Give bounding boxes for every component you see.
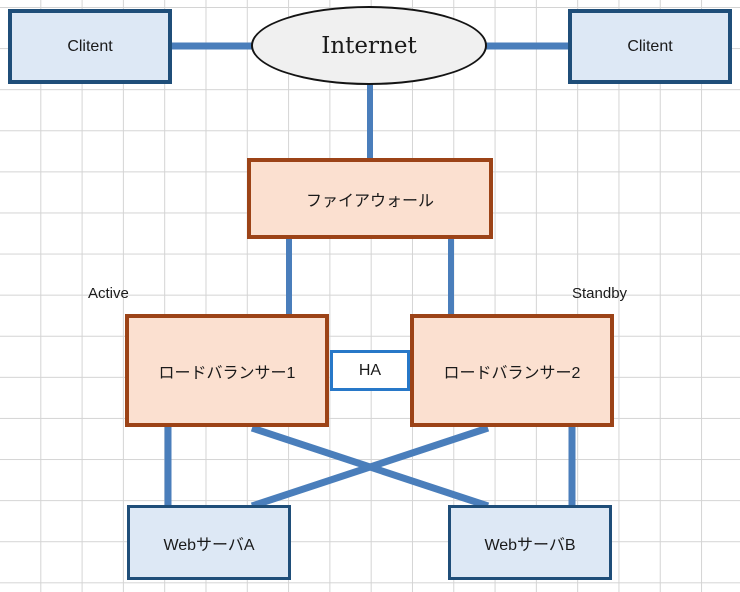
node-web-server-b[interactable]: WebサーバB bbox=[448, 505, 612, 580]
node-firewall-label: ファイアウォール bbox=[305, 192, 434, 210]
node-client-right[interactable]: Clitent bbox=[568, 9, 732, 84]
node-web-server-a-label: WebサーバA bbox=[163, 536, 255, 554]
node-load-balancer-2[interactable]: ロードバランサー2 bbox=[410, 314, 614, 427]
caption-active: Active bbox=[88, 285, 129, 302]
node-web-server-a[interactable]: WebサーバA bbox=[127, 505, 291, 580]
node-load-balancer-1-label: ロードバランサー1 bbox=[158, 364, 296, 382]
node-ha-link[interactable]: HA bbox=[330, 350, 410, 391]
link-lb2-web-a bbox=[250, 424, 490, 510]
node-firewall[interactable]: ファイアウォール bbox=[247, 158, 493, 239]
caption-standby: Standby bbox=[572, 285, 627, 302]
node-client-left[interactable]: Clitent bbox=[8, 9, 172, 84]
node-load-balancer-2-label: ロードバランサー2 bbox=[443, 364, 581, 382]
node-client-right-label: Clitent bbox=[627, 37, 673, 55]
node-web-server-b-label: WebサーバB bbox=[484, 536, 576, 554]
node-internet-label: Internet bbox=[321, 32, 417, 59]
node-internet[interactable]: Internet bbox=[251, 6, 487, 85]
node-client-left-label: Clitent bbox=[67, 37, 113, 55]
node-load-balancer-1[interactable]: ロードバランサー1 bbox=[125, 314, 329, 427]
caption-standby-label: Standby bbox=[572, 285, 628, 302]
node-ha-link-label: HA bbox=[358, 361, 382, 379]
caption-active-label: Active bbox=[88, 285, 129, 302]
